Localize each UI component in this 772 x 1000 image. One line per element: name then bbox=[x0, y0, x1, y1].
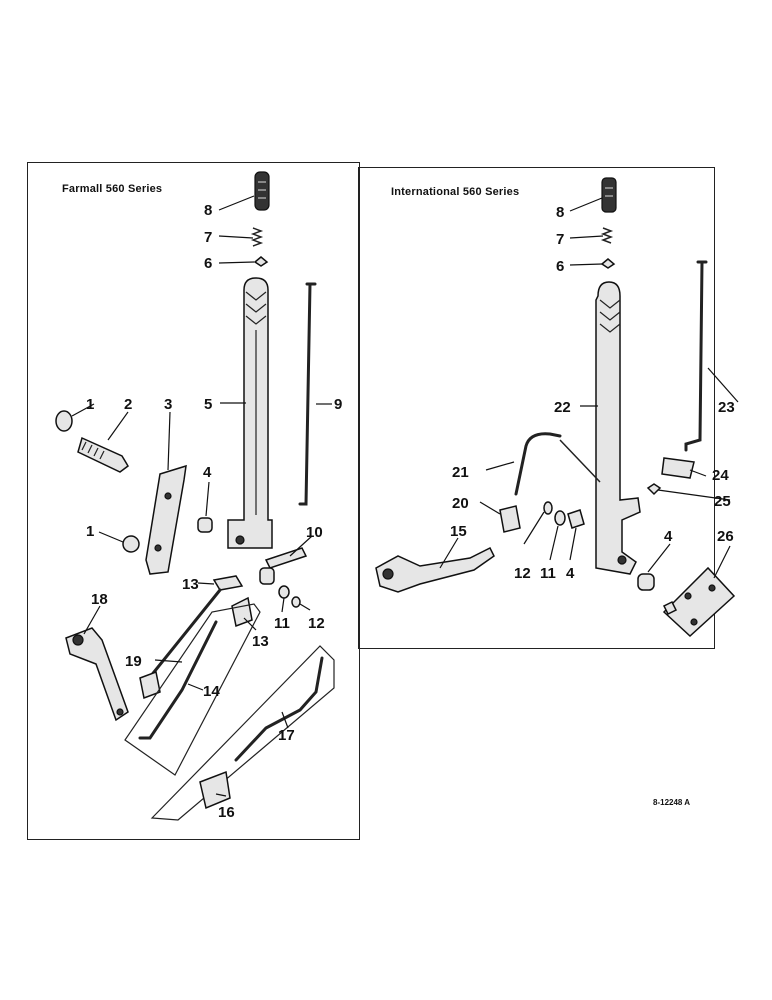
bracket-part bbox=[145, 464, 187, 575]
bushing-part bbox=[637, 573, 655, 591]
callout-3: 3 bbox=[164, 396, 172, 413]
rod-part bbox=[144, 588, 222, 684]
clevis-part bbox=[499, 505, 521, 533]
international-panel-title: International 560 Series bbox=[391, 186, 520, 198]
callout-7: 7 bbox=[556, 231, 564, 248]
plate-part bbox=[661, 457, 695, 479]
callout-4: 4 bbox=[203, 464, 212, 481]
rod-part bbox=[684, 260, 708, 452]
arm-part bbox=[375, 546, 495, 593]
callout-8: 8 bbox=[204, 202, 212, 219]
leader-lines bbox=[71, 195, 332, 797]
callout-13: 13 bbox=[182, 576, 199, 593]
clevis-part bbox=[199, 770, 231, 810]
callout-25: 25 bbox=[714, 493, 731, 510]
washer-part bbox=[554, 510, 566, 526]
leader-lines bbox=[439, 197, 739, 579]
callout-15: 15 bbox=[450, 523, 467, 540]
callout-6: 6 bbox=[556, 258, 564, 275]
international-panel: International 560 Series bbox=[358, 167, 715, 649]
rod-14-box bbox=[124, 603, 261, 776]
bushing-part bbox=[55, 410, 73, 432]
bushing-part bbox=[197, 517, 213, 533]
callout-1: 1 bbox=[86, 523, 94, 540]
plunger-part bbox=[600, 258, 616, 269]
callout-2: 2 bbox=[124, 396, 132, 413]
callout-23: 23 bbox=[718, 399, 735, 416]
callout-4: 4 bbox=[566, 565, 575, 582]
rod-part bbox=[234, 656, 324, 762]
yoke-part bbox=[231, 596, 253, 628]
callout-20: 20 bbox=[452, 495, 469, 512]
washer-part bbox=[278, 585, 290, 599]
callout-19: 19 bbox=[125, 653, 142, 670]
callout-11: 11 bbox=[274, 615, 290, 632]
stud-part bbox=[77, 436, 129, 473]
washer-part bbox=[291, 596, 301, 608]
callout-12: 12 bbox=[514, 565, 531, 582]
callout-26: 26 bbox=[717, 528, 734, 545]
callout-1: 1 bbox=[86, 396, 94, 413]
grip-part bbox=[601, 177, 617, 213]
callout-6: 6 bbox=[204, 255, 212, 272]
spring-part bbox=[250, 227, 264, 247]
rod-part bbox=[298, 282, 317, 506]
callout-12: 12 bbox=[308, 615, 325, 632]
callout-7: 7 bbox=[204, 229, 212, 246]
callout-16: 16 bbox=[218, 804, 235, 821]
rod-part bbox=[514, 432, 562, 496]
callout-14: 14 bbox=[203, 683, 220, 700]
callout-17: 17 bbox=[278, 727, 295, 744]
callout-18: 18 bbox=[91, 591, 108, 608]
pin-part bbox=[567, 509, 585, 529]
farmall-panel-title: Farmall 560 Series bbox=[62, 183, 163, 195]
callout-5: 5 bbox=[204, 396, 212, 413]
callout-10: 10 bbox=[306, 524, 323, 541]
spring-part bbox=[600, 227, 614, 244]
rod-part bbox=[138, 620, 218, 740]
bushing-part bbox=[122, 535, 140, 553]
drawing-number: 8-12248 A bbox=[653, 798, 691, 807]
callout-13: 13 bbox=[252, 633, 269, 650]
callout-24: 24 bbox=[712, 467, 729, 484]
plate-part bbox=[662, 566, 736, 638]
spacer-part bbox=[259, 567, 275, 585]
callout-4: 4 bbox=[664, 528, 673, 545]
washer-part bbox=[543, 501, 553, 515]
plunger-part bbox=[253, 256, 269, 267]
callout-22: 22 bbox=[554, 399, 571, 416]
yoke-part bbox=[212, 575, 244, 591]
callout-21: 21 bbox=[452, 464, 469, 481]
callout-11: 11 bbox=[540, 565, 556, 582]
lever-part bbox=[227, 277, 273, 549]
farmall-panel: Farmall 560 Series bbox=[27, 162, 360, 840]
arm-part bbox=[65, 627, 129, 722]
callout-8: 8 bbox=[556, 204, 564, 221]
plate-part bbox=[264, 547, 308, 569]
grip-part bbox=[254, 171, 270, 211]
lever-part bbox=[595, 281, 641, 575]
callout-9: 9 bbox=[334, 396, 342, 413]
rod-17-box bbox=[150, 645, 335, 821]
nut-part bbox=[646, 483, 662, 496]
